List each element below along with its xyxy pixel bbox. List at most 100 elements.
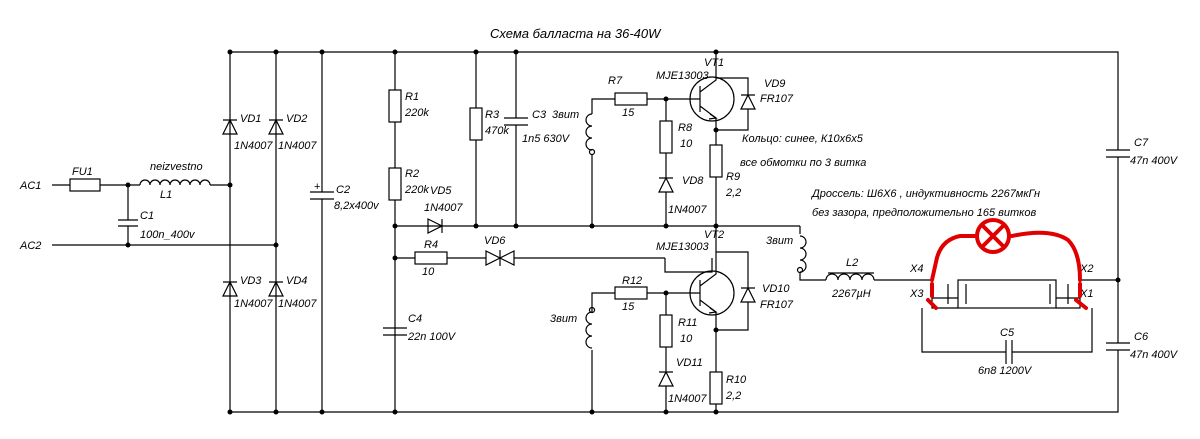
vd11-label: VD11	[676, 357, 703, 369]
note-gap: без зазора, предположительно 165 витков	[812, 207, 1036, 219]
c4-label: C4	[408, 313, 422, 325]
c6-value: 47n 400V	[1130, 349, 1179, 361]
upper-stage: R7 15 3вит R8 10 VD8 1N4007 R9 2,2 VT1 M…	[552, 49, 794, 229]
l1-value: neizvestno	[150, 161, 203, 173]
diagram-title: Схема балласта на 36-40W	[490, 26, 662, 41]
start-network: R1 220k R2 220k VD5 1N4007 R4 10 VD6 C4 …	[383, 49, 665, 415]
vd5-label: VD5	[430, 185, 452, 197]
note-ring: Кольцо: синее, К10х6х5	[742, 133, 864, 145]
r3-label: R3	[485, 109, 500, 121]
svg-text:+: +	[314, 181, 320, 193]
vt1-value: MJE13003	[656, 70, 709, 82]
x3-label: X3	[909, 288, 924, 300]
c4-value: 22n 100V	[407, 331, 457, 343]
r1-value: 220k	[404, 107, 429, 119]
r8-resistor	[659, 120, 673, 154]
c3-label: C3	[532, 109, 547, 121]
x4-label: X4	[909, 263, 923, 275]
vd2-label: VD2	[286, 113, 307, 125]
vd2-value: 1N4007	[278, 140, 317, 152]
vd1-value: 1N4007	[234, 140, 273, 152]
bottom-rail	[230, 370, 1119, 413]
vd1-label: VD1	[240, 113, 261, 125]
output-section: 3вит L2 2267µH C5 6n8 1200V X4 X3 X2 X1	[766, 226, 1121, 377]
x2-label: X2	[1079, 263, 1093, 275]
r1-label: R1	[405, 91, 419, 103]
r3-value: 470k	[485, 125, 509, 137]
r2-value: 220k	[404, 184, 429, 196]
c2-value: 8,2x400v	[334, 200, 380, 212]
vd10-value: FR107	[760, 299, 794, 311]
c3-value: 1n5 630V	[522, 133, 571, 145]
fu1-label: FU1	[72, 166, 93, 178]
r7-value: 15	[622, 107, 635, 119]
vd4-value: 1N4007	[278, 298, 317, 310]
ac-input: AC1 AC2 FU1 neizvestno L1 C1 100n_400v	[19, 161, 276, 252]
note-choke: Дроссель: Ш6Х6 , индуктивность 2267мкГн	[810, 188, 1040, 200]
vd6-diac	[478, 250, 665, 266]
r4-value: 10	[422, 266, 435, 278]
r1-resistor	[388, 89, 402, 123]
half-bridge-caps: C7 47n 400V C6 47n 400V	[1106, 137, 1179, 370]
r7-resistor	[614, 92, 648, 106]
vd9-label: VD9	[764, 78, 785, 90]
snubber-r3-c3: R3 470k C3 1n5 630V	[469, 49, 571, 229]
c5-value: 6n8 1200V	[978, 365, 1033, 377]
ac1-label: AC1	[19, 180, 41, 192]
r4-label: R4	[424, 239, 438, 251]
vd3-value: 1N4007	[234, 298, 273, 310]
vt2-label: VT2	[704, 229, 724, 241]
l2-value: 2267µH	[831, 288, 871, 300]
note-windings: все обмотки по 3 витка	[740, 157, 866, 169]
l1-label: L1	[160, 189, 172, 201]
top-rail	[230, 51, 1119, 150]
c7-label: C7	[1134, 137, 1149, 149]
r8-value: 10	[680, 138, 693, 150]
r10-value: 2,2	[725, 390, 741, 402]
c7-value: 47n 400V	[1130, 155, 1179, 167]
vt1-label: VT1	[704, 57, 724, 69]
vd1-diode	[222, 118, 238, 135]
c2-capacitor: + C2 8,2x400v	[310, 49, 380, 415]
vd8-value: 1N4007	[668, 204, 707, 216]
r12-resistor	[614, 286, 648, 300]
r10-resistor	[709, 371, 723, 405]
vd3-diode	[222, 280, 238, 297]
vd10-label: VD10	[762, 283, 790, 295]
r9-resistor	[709, 144, 723, 178]
r12-value: 15	[622, 301, 635, 313]
r12-label: R12	[622, 275, 642, 287]
lamp-icon	[975, 218, 1011, 254]
vd5-value: 1N4007	[424, 202, 463, 214]
c2-label: C2	[336, 184, 350, 196]
c6-label: C6	[1134, 331, 1149, 343]
r9-value: 2,2	[725, 187, 741, 199]
vd9-value: FR107	[760, 93, 794, 105]
lamp-overlay-red	[926, 218, 1088, 310]
vd2-diode	[268, 118, 284, 135]
winding-2-label: 3вит	[550, 313, 577, 325]
l2-label: L2	[846, 257, 858, 269]
ac2-label: AC2	[19, 240, 41, 252]
r10-label: R10	[726, 374, 747, 386]
r11-value: 10	[680, 333, 693, 345]
vd9-diode	[716, 77, 756, 131]
r11-resistor	[659, 314, 673, 348]
vd8-label: VD8	[682, 175, 704, 187]
winding-1-label: 3вит	[552, 109, 579, 121]
vd4-label: VD4	[286, 275, 307, 287]
x1-label: X1	[1079, 288, 1093, 300]
c1-value: 100n_400v	[140, 229, 196, 241]
lower-stage: R12 15 3вит R11 10 VD11 1N4007 R10 2,2 V…	[550, 226, 794, 415]
r9-label: R9	[726, 171, 740, 183]
vd6-label: VD6	[484, 235, 506, 247]
r2-resistor	[388, 167, 402, 201]
r8-label: R8	[678, 122, 693, 134]
r11-label: R11	[678, 317, 697, 329]
vd3-label: VD3	[240, 275, 262, 287]
r4-resistor	[414, 251, 448, 265]
c1-label: C1	[140, 210, 154, 222]
r7-label: R7	[608, 75, 623, 87]
r3-resistor	[469, 107, 483, 141]
